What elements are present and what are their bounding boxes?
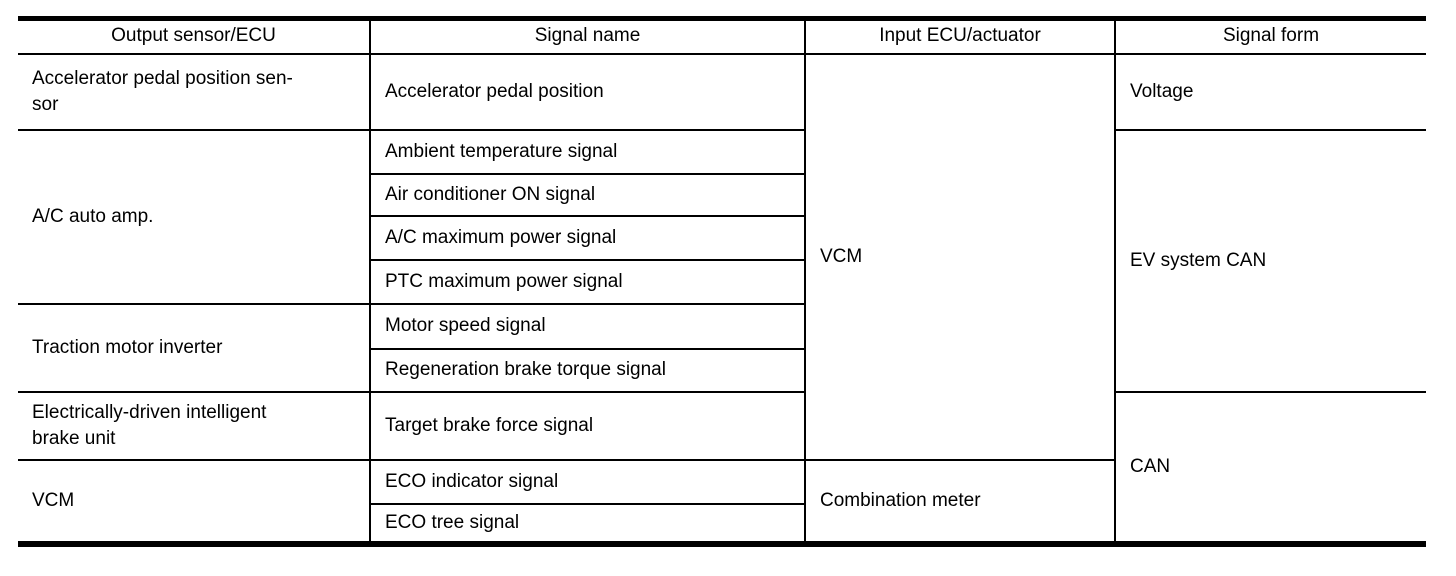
table-row: VCM ECO indicator signal Combination met… bbox=[18, 458, 1426, 545]
cell-signal-name: Target brake force signal bbox=[369, 390, 805, 461]
table-row: ECO tree signal bbox=[18, 502, 1426, 545]
cell-output-sensor: Electrically-driven intelligent brake un… bbox=[18, 390, 370, 461]
table-row: A/C auto amp. Ambient temperature signal… bbox=[18, 128, 1426, 393]
table-header-row: Output sensor/ECU Signal name Input ECU/… bbox=[18, 17, 1426, 55]
cell-output-sensor: A/C auto amp. bbox=[18, 128, 370, 305]
cell-input-ecu: Combination meter bbox=[804, 458, 1115, 545]
table-row: Accelerator pedal position sen- sor Acce… bbox=[18, 52, 1426, 461]
cell-signal-form: Voltage bbox=[1114, 52, 1426, 131]
cell-signal-name: Ambient temperature signal bbox=[369, 128, 805, 175]
cell-signal-form: EV system CAN bbox=[1114, 128, 1426, 393]
cell-input-ecu: VCM bbox=[804, 52, 1115, 461]
cell-signal-name: PTC maximum power signal bbox=[369, 258, 805, 305]
header-signal-form: Signal form bbox=[1114, 17, 1426, 55]
cell-signal-name: Accelerator pedal position bbox=[369, 52, 805, 131]
cell-signal-name: Air conditioner ON signal bbox=[369, 172, 805, 217]
signal-routing-table: Output sensor/ECU Signal name Input ECU/… bbox=[18, 16, 1426, 547]
header-signal-name: Signal name bbox=[369, 17, 805, 55]
table-row: Regeneration brake torque signal bbox=[18, 347, 1426, 393]
cell-signal-name: A/C maximum power signal bbox=[369, 214, 805, 261]
cell-output-sensor: Accelerator pedal position sen- sor bbox=[18, 52, 370, 131]
cell-output-sensor: VCM bbox=[18, 458, 370, 545]
cell-signal-name: ECO indicator signal bbox=[369, 458, 805, 505]
cell-signal-name: ECO tree signal bbox=[369, 502, 805, 545]
table-row: Electrically-driven intelligent brake un… bbox=[18, 390, 1426, 545]
table-row: A/C maximum power signal bbox=[18, 214, 1426, 261]
header-output-sensor-ecu: Output sensor/ECU bbox=[18, 17, 370, 55]
cell-signal-form: CAN bbox=[1114, 390, 1426, 545]
table-row: Traction motor inverter Motor speed sign… bbox=[18, 302, 1426, 393]
cell-signal-name: Motor speed signal bbox=[369, 302, 805, 350]
header-input-ecu-actuator: Input ECU/actuator bbox=[804, 17, 1115, 55]
cell-signal-name: Regeneration brake torque signal bbox=[369, 347, 805, 393]
table-row: PTC maximum power signal bbox=[18, 258, 1426, 305]
cell-output-sensor: Traction motor inverter bbox=[18, 302, 370, 393]
table-row: Air conditioner ON signal bbox=[18, 172, 1426, 217]
